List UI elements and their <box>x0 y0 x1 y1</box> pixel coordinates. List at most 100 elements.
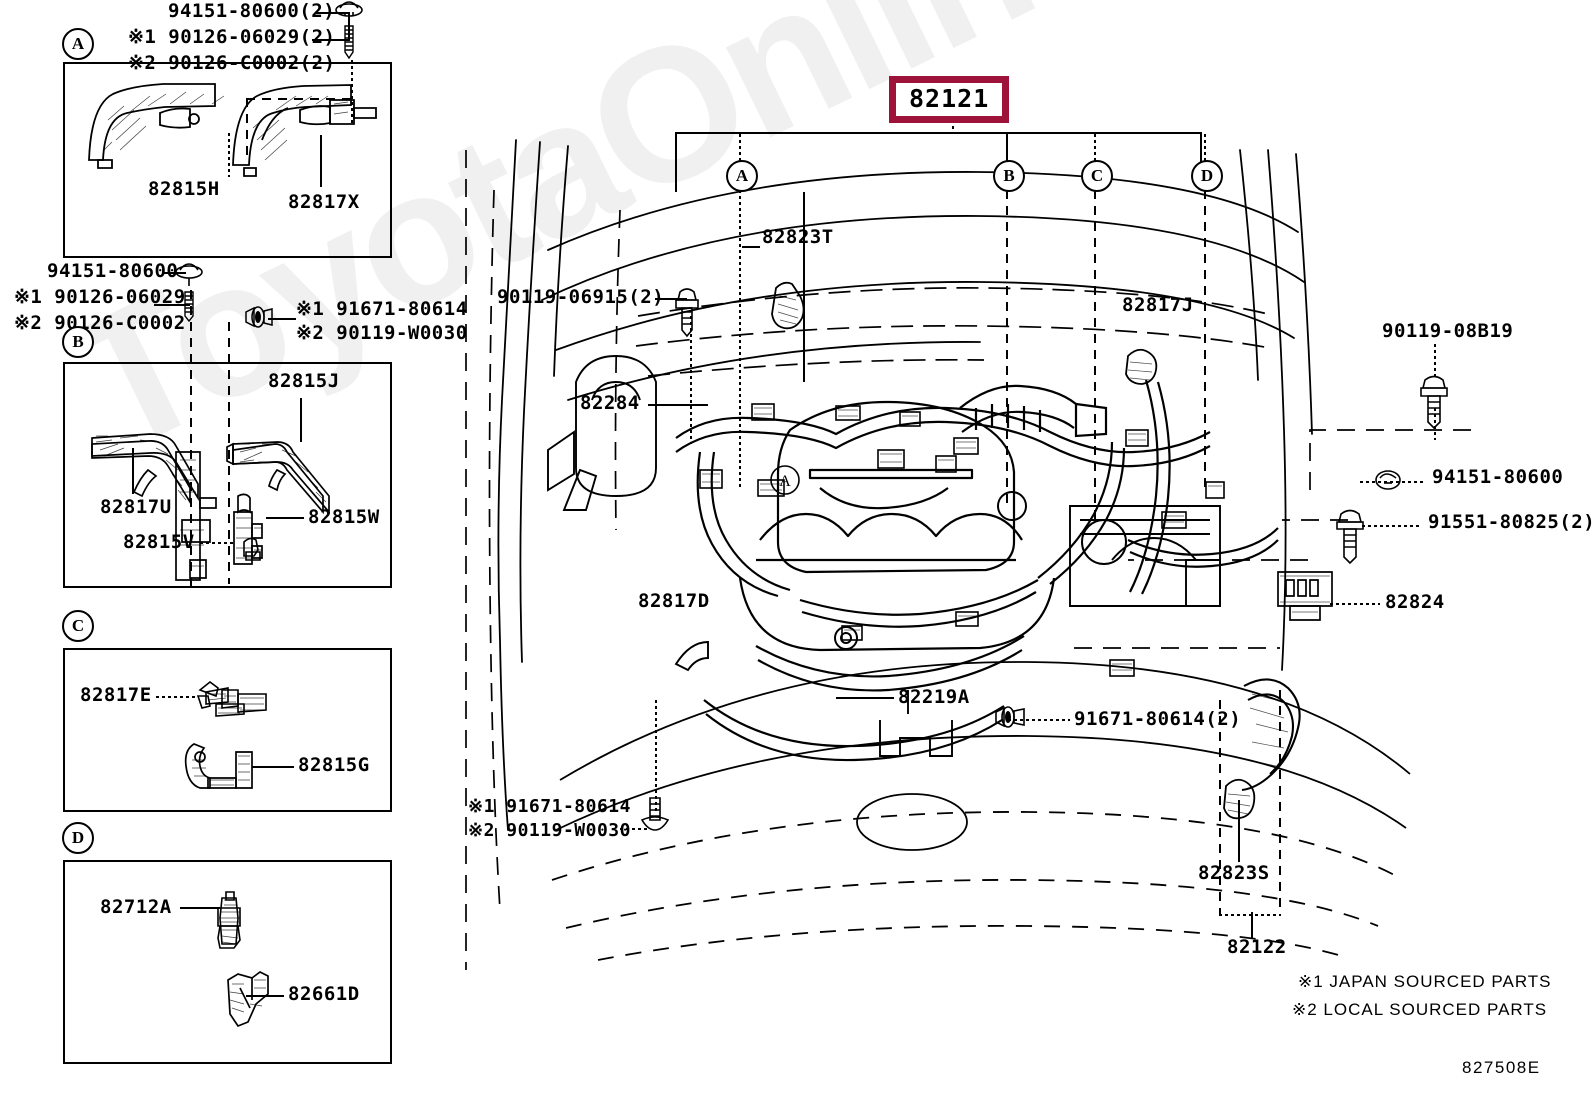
panel-d-part-label-82712A: 82712A <box>100 896 172 918</box>
panel-b-ref-circle: B <box>62 326 94 358</box>
panel-b-leader-3 <box>190 290 192 590</box>
panel-a-part-leader-2 <box>320 135 322 187</box>
main-label-90119-06915: 90119-06915(2) <box>497 286 665 308</box>
main-label-82823S: 82823S <box>1198 862 1270 884</box>
panel-b-part-leader-1 <box>300 398 302 442</box>
panel-a-ref-circle: A <box>62 28 94 60</box>
leader-82824 <box>1330 603 1380 605</box>
ref-a-leader-top <box>739 134 741 162</box>
leader-94151-80600 <box>1360 481 1426 483</box>
panel-d-part-leader-1 <box>180 907 220 909</box>
main-label-82122: 82122 <box>1227 936 1287 958</box>
panel-a-leader-2 <box>312 39 350 41</box>
leader-82823T-h <box>742 246 760 248</box>
footer-note-2: ※2 LOCAL SOURCED PARTS <box>1292 1000 1548 1019</box>
leader-90119-08B19-v1 <box>1434 344 1436 380</box>
main-top-bracket <box>675 132 1202 134</box>
leader-82823T-v <box>803 192 805 382</box>
panel-b-header-left-1: 94151-80600 <box>47 260 179 282</box>
panel-c-ref-circle: C <box>62 610 94 642</box>
ref-a-leader-bottom <box>739 190 741 490</box>
panel-d-part-leader-2 <box>246 995 284 997</box>
main-top-bracket-left <box>675 132 677 192</box>
panel-b-part-label-82815J: 82815J <box>268 370 340 392</box>
panel-a-dash-left <box>246 98 248 162</box>
main-label-82219A: 82219A <box>898 686 970 708</box>
main-ref-circle-b: B <box>993 160 1025 192</box>
highlight-leader <box>952 120 954 132</box>
panel-b-part-leader-4 <box>200 542 236 544</box>
panel-c-part-leader-2 <box>252 766 294 768</box>
main-ref-circle-a: A <box>726 160 758 192</box>
leader-82122 <box>1251 912 1253 938</box>
main-label-82817J: 82817J <box>1122 294 1194 316</box>
panel-b-leader-4 <box>268 318 296 320</box>
main-ref-circle-c: C <box>1081 160 1113 192</box>
main-note-leader <box>620 828 650 830</box>
panel-c-part-label-82815G: 82815G <box>298 754 370 776</box>
panel-c-part-leader-1 <box>156 696 198 698</box>
main-note-line-1: ※1 91671-80614 <box>468 796 631 817</box>
leader-91551-80825 <box>1362 525 1422 527</box>
panel-c-box <box>63 648 392 812</box>
main-label-91551-80825: 91551-80825(2) <box>1428 511 1592 533</box>
panel-b-part-label-82815W: 82815W <box>308 506 380 528</box>
footer-note-1: ※1 JAPAN SOURCED PARTS <box>1298 972 1552 991</box>
panel-a-header-line-2: ※1 90126-06029(2) <box>128 26 336 48</box>
main-note-line-2: ※2 90119-W0030 <box>468 820 631 841</box>
leader-82284 <box>648 404 708 406</box>
panel-a-header-line-1: 94151-80600(2) <box>168 0 336 22</box>
main-82122-bracket-left <box>1219 700 1221 914</box>
panel-b-header-left-3: ※2 90126-C0002 <box>14 312 186 334</box>
panel-d-ref-circle: D <box>62 822 94 854</box>
panel-a-part-leader-1 <box>228 133 230 177</box>
panel-b-header-right-1: ※1 91671-80614 <box>296 298 468 320</box>
main-top-bracket-right <box>1200 132 1202 174</box>
main-label-91671-80614-2: 91671-80614(2) <box>1074 708 1242 730</box>
panel-b-box <box>63 362 392 588</box>
main-note-leader-v <box>655 700 657 812</box>
panel-d-box <box>63 860 392 1064</box>
panel-a-leader-1 <box>316 12 348 14</box>
leader-82219A <box>836 697 894 699</box>
panel-b-leader-2 <box>154 304 190 306</box>
panel-d-part-label-82661D: 82661D <box>288 983 360 1005</box>
leader-90119-08B19-v2 <box>1434 408 1436 440</box>
panel-b-part-label-82815V: 82815V <box>123 531 195 553</box>
main-label-82824: 82824 <box>1385 591 1445 613</box>
main-82122-bracket-bottom <box>1219 914 1281 916</box>
panel-a-part-label-82815H: 82815H <box>148 178 220 200</box>
main-label-82284: 82284 <box>580 392 640 414</box>
panel-a-leader-4 <box>351 60 353 125</box>
panel-b-part-label-82817U: 82817U <box>100 496 172 518</box>
main-label-90119-08B19: 90119-08B19 <box>1382 320 1514 342</box>
panel-a-box <box>63 62 392 258</box>
main-82122-bracket-right <box>1279 690 1281 916</box>
panel-b-leader-1 <box>164 272 186 274</box>
panel-a-part-label-82817X: 82817X <box>288 191 360 213</box>
highlighted-part-number[interactable]: 82121 <box>889 76 1010 124</box>
leader-82823S <box>1238 800 1240 862</box>
panel-b-header-left-2: ※1 90126-06029 <box>14 286 186 308</box>
main-label-82817D: 82817D <box>638 590 710 612</box>
ref-c-leader-bottom <box>1094 190 1096 520</box>
panel-a-header-line-3: ※2 90126-C0002(2) <box>128 52 336 74</box>
diagram-code: 827508E <box>1462 1058 1541 1077</box>
ref-d-leader-bottom <box>1204 190 1206 490</box>
panel-b-header-right-2: ※2 90119-W0030 <box>296 322 468 344</box>
ref-d-leader-top <box>1204 134 1206 162</box>
panel-b-part-leader-3 <box>266 517 304 519</box>
panel-a-dash-top <box>246 98 354 100</box>
ref-b-leader-bottom <box>1006 190 1008 510</box>
main-label-94151-80600: 94151-80600 <box>1432 466 1564 488</box>
main-label-82823T: 82823T <box>762 226 834 248</box>
leader-90119-06915-v <box>690 316 692 444</box>
